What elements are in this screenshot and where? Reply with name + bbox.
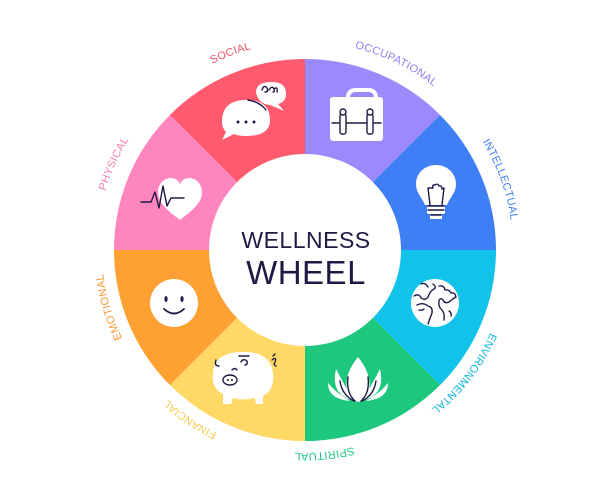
lightbulb-icon (416, 165, 456, 219)
label-spiritual: SPIRITUAL (294, 444, 356, 462)
globe-icon (411, 279, 459, 327)
heartbeat-icon (140, 178, 202, 220)
chat-bubbles-icon (222, 82, 286, 140)
title-line-2: WHEEL (246, 254, 366, 291)
title-line-1: WELLNESS (241, 227, 370, 253)
label-social: SOCIAL (208, 40, 252, 66)
smiley-face-icon (150, 279, 198, 327)
lotus-icon (328, 357, 388, 402)
piggy-bank-icon (212, 351, 277, 404)
briefcase-icon (330, 88, 383, 141)
center-circle (209, 154, 401, 346)
